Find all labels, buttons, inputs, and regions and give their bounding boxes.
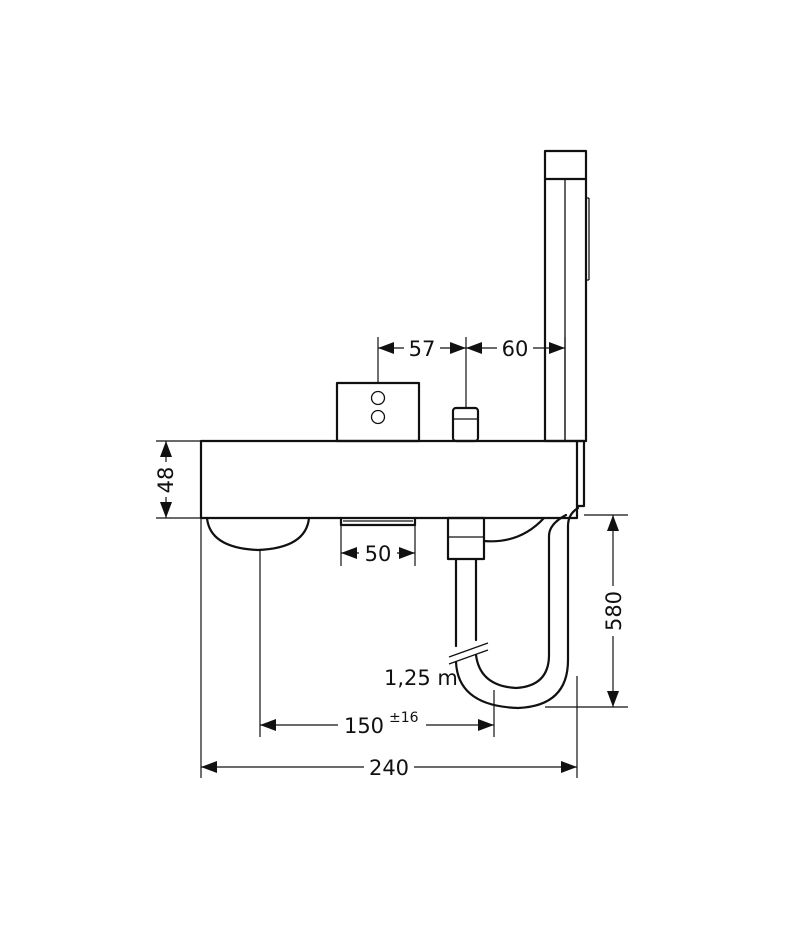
dimension-50-label: 50 [365, 542, 392, 566]
extension-lines [156, 337, 628, 778]
dimension-150-label: 150 [344, 714, 384, 738]
diverter-knob [451, 406, 480, 443]
dimension-150-tolerance: ±16 [389, 710, 419, 726]
mixer-body [199, 439, 586, 520]
spout [339, 516, 417, 527]
dimension-240-label: 240 [369, 756, 409, 780]
right-wall-rosette [482, 516, 546, 543]
dimension-580-label: 580 [602, 591, 626, 631]
dimension-48-label: 48 [154, 467, 178, 494]
dimension-60-label: 60 [502, 337, 529, 361]
left-wall-rosette [205, 516, 311, 552]
dimension-48: 48 [154, 441, 178, 518]
hose-length-label: 1,25 m [384, 666, 458, 690]
thermostat-handle [335, 381, 421, 443]
dimension-60: 60 [466, 337, 565, 361]
hand-shower [543, 149, 590, 443]
dimension-57-label: 57 [409, 337, 436, 361]
dimension-50: 50 [341, 542, 415, 566]
dimension-150: 150 ±16 [260, 710, 494, 738]
dimension-57: 57 [378, 337, 466, 361]
hose-connector [446, 516, 486, 561]
dimension-240: 240 [201, 756, 577, 780]
dimension-580: 580 [602, 515, 626, 707]
shower-hose [448, 506, 580, 710]
